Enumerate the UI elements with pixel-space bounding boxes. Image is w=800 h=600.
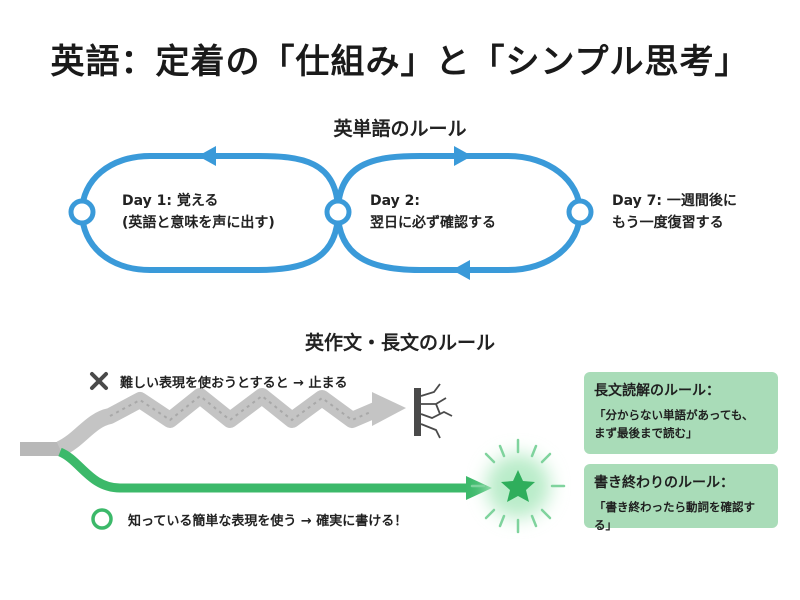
page-title: 英語：定着の「仕組み」と「シンプル思考」 <box>50 42 750 82</box>
bad-path <box>56 388 406 457</box>
bad-arrowhead <box>372 392 406 426</box>
reading-rule-line1: 「分からない単語があっても、 <box>594 408 754 422</box>
day2-label: Day 2: 翌日に必ず確認する <box>370 190 496 234</box>
reading-rule-body: 「分からない単語があっても、 まず最後まで読む」 <box>594 406 768 442</box>
day1-line2: (英語と意味を声に出す) <box>122 215 275 231</box>
start-line <box>20 442 70 456</box>
review-loop <box>68 146 594 280</box>
good-path <box>57 447 492 500</box>
day1-node <box>68 198 96 226</box>
day2-line2: 翌日に必ず確認する <box>370 215 496 231</box>
reading-rule-line2: まず最後まで読む」 <box>594 426 698 440</box>
loop-arrow-right-bottom <box>452 260 470 280</box>
loop-arrow-left-top <box>198 146 216 166</box>
reading-rule-title: 長文読解のルール： <box>594 383 720 399</box>
day2-node <box>324 198 352 226</box>
day7-node <box>566 198 594 226</box>
star-icon <box>470 438 566 534</box>
writing-rule-box: 書き終わりのルール： 「書き終わったら動詞を確認する」 <box>584 464 778 532</box>
day7-label: Day 7: 一週間後に もう一度復習する <box>612 190 737 234</box>
day2-line1: Day 2: <box>370 193 420 209</box>
day7-line2: もう一度復習する <box>612 215 724 231</box>
good-arrowhead <box>466 476 492 500</box>
loop-arrow-right-top <box>454 146 472 166</box>
bad-path-caption: 難しい表現を使おうとすると → 止まる <box>120 376 348 391</box>
writing-rule-title: 書き終わりのルール： <box>594 475 734 491</box>
vocab-section-title: 英単語のルール <box>333 118 467 140</box>
good-path-caption: 知っている簡単な表現を使う → 確実に書ける！ <box>128 514 408 529</box>
reading-rule-box: 長文読解のルール： 「分からない単語があっても、 まず最後まで読む」 <box>584 372 778 454</box>
day1-line1: Day 1: 覚える <box>122 193 219 209</box>
cracked-wall-icon <box>414 383 453 439</box>
day1-label: Day 1: 覚える (英語と意味を声に出す) <box>122 190 275 234</box>
day7-line1: Day 7: 一週間後に <box>612 193 737 209</box>
circle-icon <box>91 508 113 530</box>
x-icon <box>90 372 108 390</box>
writing-rule-body: 「書き終わったら動詞を確認する」 <box>594 500 755 532</box>
writing-section-title: 英作文・長文のルール <box>304 332 495 354</box>
